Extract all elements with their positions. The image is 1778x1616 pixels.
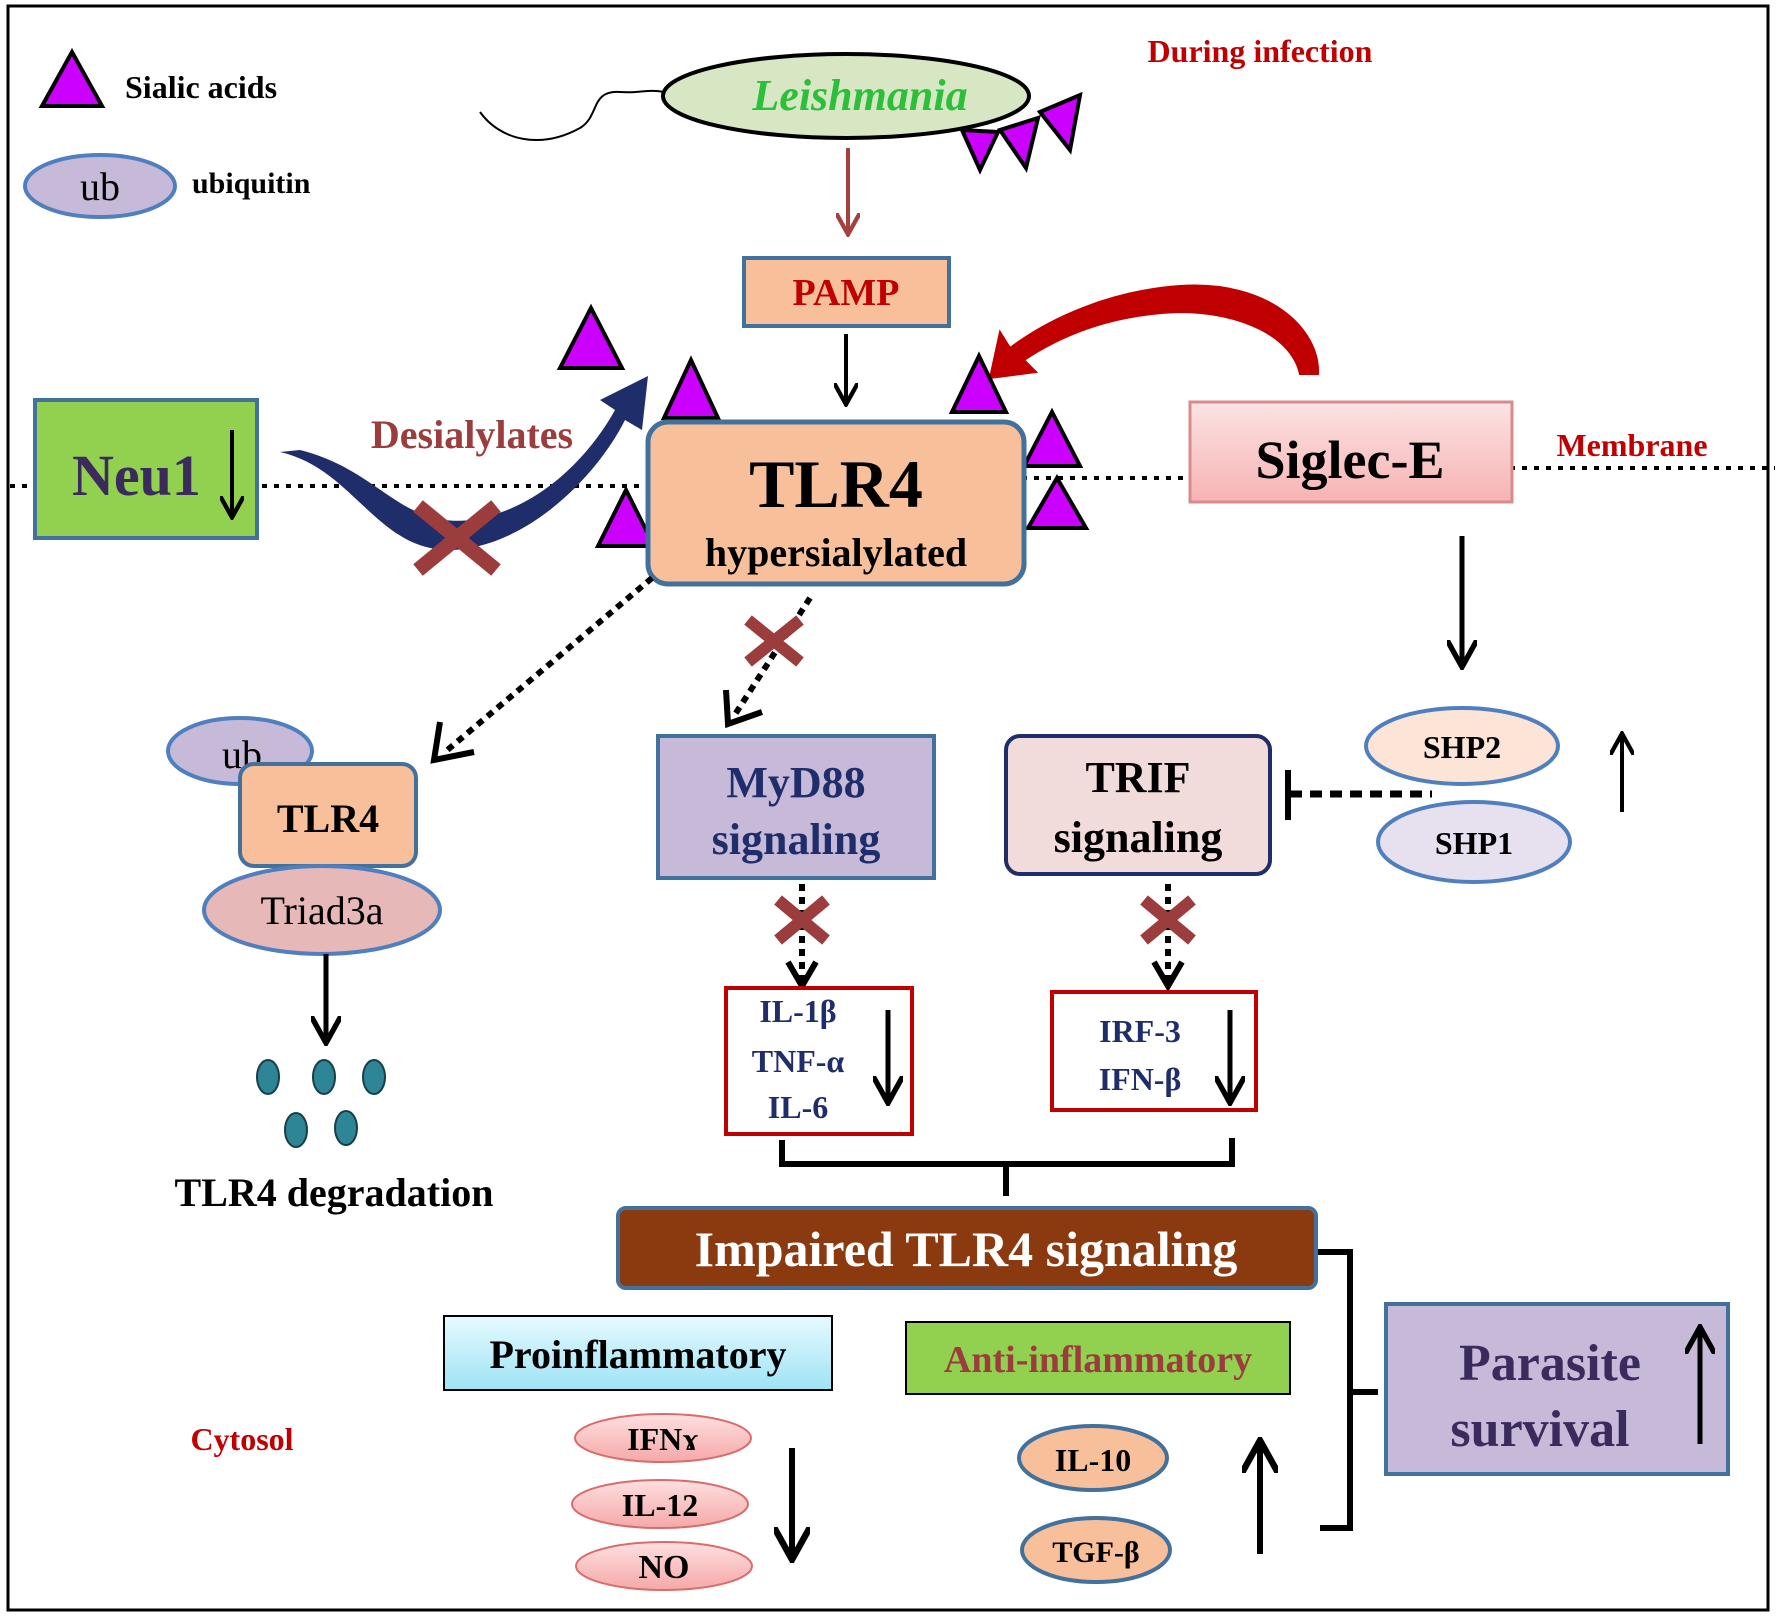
- shp1-label: SHP1: [1435, 825, 1513, 861]
- siglec-feedback-arrow: [988, 284, 1320, 380]
- il10-label: IL-10: [1055, 1442, 1131, 1478]
- pamp-label: PAMP: [793, 272, 900, 314]
- trif-irf-cross: [1140, 895, 1196, 945]
- parasite-sialic-3: [1036, 91, 1083, 155]
- tlr4-degrading-label: TLR4: [277, 796, 379, 841]
- trif-irf-head: [1151, 960, 1185, 992]
- tlr4-to-myd88-dotted: [731, 596, 813, 718]
- cytokine-tnfa: TNF-α: [752, 1043, 845, 1079]
- sialic-acid-tlr4-4: [1024, 474, 1090, 530]
- siglec-e-label: Siglec-E: [1256, 430, 1445, 490]
- leishmania-body: [661, 52, 1031, 140]
- cytokine-il1b: IL-1β: [759, 993, 836, 1029]
- trif-box: [1004, 734, 1272, 876]
- impaired-signaling-box: [616, 1206, 1318, 1290]
- ifng-ellipse: [574, 1413, 752, 1463]
- tlr4-to-degradation-dotted: [443, 575, 654, 755]
- parasite-survival-box: [1384, 1302, 1730, 1476]
- myd88-line1: MyD88: [726, 758, 865, 807]
- desialylation-arrow: [280, 376, 648, 551]
- parasite-line2: survival: [1450, 1401, 1629, 1458]
- outcome-bracket: [1318, 1249, 1353, 1531]
- trif-line2: signaling: [1054, 813, 1223, 862]
- tgfb-label: TGF-β: [1052, 1536, 1139, 1569]
- sialic-acid-tlr4-2: [948, 351, 1010, 414]
- merge-bracket: [779, 1138, 1235, 1167]
- parasite-sialic-1: [958, 127, 1002, 175]
- during-infection-label: During infection: [1148, 33, 1373, 69]
- il10-ellipse: [1017, 1424, 1169, 1492]
- il12-label: IL-12: [622, 1487, 698, 1523]
- pamp-box: [742, 256, 951, 328]
- irf3-label: IRF-3: [1099, 1013, 1181, 1049]
- sialic-acid-free: [556, 303, 626, 370]
- myd88-dotted-head: [723, 689, 763, 729]
- sialic-acid-tlr4-3: [1020, 407, 1084, 468]
- no-ellipse: [575, 1541, 753, 1591]
- sialic-acid-tlr4-1: [660, 355, 722, 420]
- anti-inflammatory-box: [905, 1321, 1291, 1395]
- cytosol-label: Cytosol: [190, 1421, 293, 1457]
- tlr4-subtitle: hypersialylated: [705, 530, 967, 575]
- tlr4-hypersialylated-box: [645, 419, 1027, 587]
- triad3a-label: Triad3a: [261, 888, 384, 933]
- shp1-ellipse: [1376, 800, 1572, 884]
- triad3a-ellipse: [202, 864, 442, 956]
- shp2-ellipse: [1364, 706, 1560, 786]
- tgfb-ellipse: [1020, 1516, 1172, 1584]
- tlr4-title: TLR4: [749, 446, 923, 522]
- membrane-label: Membrane: [1556, 427, 1707, 463]
- myd88-line2: signaling: [712, 815, 881, 864]
- ubiquitin-legend-icon: [23, 153, 177, 219]
- sialic-acid-tlr4-5: [594, 485, 658, 548]
- shp2-label: SHP2: [1423, 729, 1501, 765]
- trif-line1: TRIF: [1085, 753, 1190, 802]
- ub-legend-symbol: ub: [80, 164, 120, 209]
- anti-inflammatory-label: Anti-inflammatory: [944, 1339, 1252, 1381]
- outer-frame: [6, 4, 1770, 1612]
- ifng-label: IFNɤ: [627, 1421, 699, 1457]
- desialylates-label: Desialylates: [371, 412, 573, 457]
- degraded-fragments: [256, 1059, 386, 1148]
- myd88-box: [656, 734, 936, 880]
- impaired-signaling-label: Impaired TLR4 signaling: [695, 1221, 1238, 1277]
- ubiquitin-label: ubiquitin: [192, 167, 311, 200]
- myd88-cytokines-box: [724, 986, 914, 1136]
- neu1-label: Neu1: [72, 443, 201, 508]
- sialic-acids-label: Sialic acids: [125, 69, 277, 105]
- flagellum: [479, 89, 686, 141]
- parasite-sialic-2: [996, 115, 1041, 173]
- tlr4-degradation-label: TLR4 degradation: [175, 1170, 494, 1215]
- no-label: NO: [639, 1549, 690, 1586]
- ifnb-label: IFN-β: [1099, 1061, 1182, 1097]
- siglec-e-box: [1188, 400, 1514, 504]
- proinflammatory-label: Proinflammatory: [490, 1332, 787, 1377]
- sialic-acid-legend-icon: [38, 47, 106, 108]
- myd88-cytokines-cross: [774, 895, 830, 945]
- myd88-blocked-cross: [744, 615, 804, 667]
- il12-ellipse: [571, 1479, 749, 1529]
- proinflammatory-box: [443, 1315, 833, 1391]
- desialylation-blocked-cross: [413, 500, 501, 576]
- leishmania-label: Leishmania: [751, 71, 967, 120]
- cytokine-il6: IL-6: [768, 1089, 828, 1125]
- parasite-line1: Parasite: [1459, 1335, 1641, 1392]
- degradation-dotted-head: [430, 721, 475, 764]
